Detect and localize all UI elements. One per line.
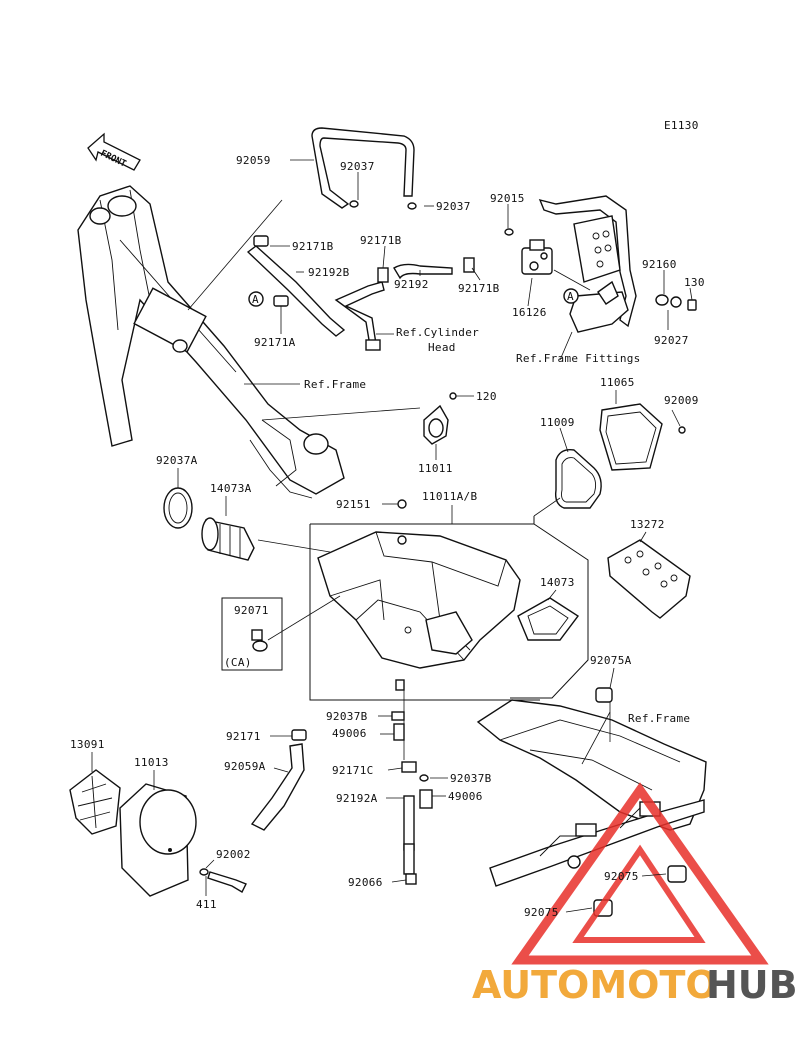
duct-14073A: [201, 517, 331, 561]
hose-92192: [393, 257, 475, 280]
label-92171B-2: 92171B: [360, 234, 402, 247]
label-92037-right: 92037: [436, 200, 471, 213]
plate-13272: [607, 539, 691, 619]
label-13091: 13091: [70, 738, 105, 751]
label-ref-cylinder-head-1: Ref.Cylinder: [396, 326, 479, 339]
grommet-11011: [423, 392, 457, 445]
label-92037B-1: 92037B: [326, 710, 368, 723]
grill-13091: [69, 769, 121, 835]
label-92192B: 92192B: [308, 266, 350, 279]
label-11065: 11065: [600, 376, 635, 389]
air-box-callout-box: [309, 516, 589, 701]
hose-to-cylinder-head: [334, 267, 389, 351]
breather-pipe-92059: [311, 127, 417, 210]
label-92002: 92002: [216, 848, 251, 861]
label-92071: 92071: [234, 604, 269, 617]
label-92037B-2: 92037B: [450, 772, 492, 785]
label-ref-frame-fittings: Ref.Frame Fittings: [516, 352, 641, 365]
label-92009: 92009: [664, 394, 699, 407]
label-14073: 14073: [540, 576, 575, 589]
marker-a-left: A: [248, 291, 264, 307]
label-92171: 92171: [226, 730, 261, 743]
part-labels: 92059 92037 92037 92015 92171B 92192B 92…: [70, 154, 705, 919]
label-ref-cylinder-head-2: Head: [428, 341, 456, 354]
clamp-92171A: [273, 295, 289, 307]
main-frame-drawing: [77, 185, 421, 499]
label-92066: 92066: [348, 876, 383, 889]
label-92059A: 92059A: [224, 760, 266, 773]
label-92075-1: 92075: [604, 870, 639, 883]
duct-14073: [517, 597, 580, 641]
gasket-11009: [554, 449, 602, 509]
svg-text:A: A: [567, 290, 574, 303]
label-92151: 92151: [336, 498, 371, 511]
label-92027: 92027: [654, 334, 689, 347]
label-ref-frame-bottom: Ref.Frame: [628, 712, 690, 725]
air-box-11011AB: [267, 499, 521, 691]
label-92171B-3: 92171B: [458, 282, 500, 295]
watermark-logo-icon: [511, 782, 769, 965]
front-arrow-icon: FRONT: [87, 132, 141, 171]
filter-element-11013: [119, 783, 197, 897]
label-92192A: 92192A: [336, 792, 378, 805]
callout-box-92071: [221, 597, 283, 671]
label-92171A: 92171A: [254, 336, 296, 349]
hose-92059A: [250, 729, 307, 831]
label-ref-frame-top: Ref.Frame: [304, 378, 366, 391]
label-92171B-1: 92171B: [292, 240, 334, 253]
label-ca: (CA): [224, 656, 252, 669]
diagram-code: E1130: [664, 119, 699, 132]
label-11011: 11011: [418, 462, 453, 475]
label-13272: 13272: [630, 518, 665, 531]
drain-tube-92192A: [391, 690, 433, 885]
bolt-92002: [199, 868, 247, 893]
label-92015: 92015: [490, 192, 525, 205]
cover-11065: [599, 403, 686, 471]
label-92160: 92160: [642, 258, 677, 271]
label-92037A: 92037A: [156, 454, 198, 467]
label-11009: 11009: [540, 416, 575, 429]
label-14073A: 14073A: [210, 482, 252, 495]
bracket-frame-fittings: [538, 195, 697, 333]
leader-lines: [91, 159, 693, 913]
svg-text:A: A: [252, 293, 259, 306]
label-11011AB: 11011A/B: [422, 490, 477, 503]
label-49006-1: 49006: [332, 727, 367, 740]
label-92037-top: 92037: [340, 160, 375, 173]
label-92192: 92192: [394, 278, 429, 291]
hose-92192B: [246, 235, 346, 337]
label-16126: 16126: [512, 306, 547, 319]
label-130: 130: [684, 276, 705, 289]
label-411: 411: [196, 898, 217, 911]
marker-a-right: A: [563, 288, 579, 304]
label-11013: 11013: [134, 756, 169, 769]
fitting-92071: [251, 629, 268, 652]
watermark-text-left: AUTOMOTO: [472, 963, 718, 1007]
valve-16126: [504, 228, 553, 275]
label-49006-2: 49006: [448, 790, 483, 803]
label-92059: 92059: [236, 154, 271, 167]
clamp-92037A: [163, 487, 193, 529]
watermark-text-right: HUB: [706, 963, 798, 1007]
label-92171C: 92171C: [332, 764, 374, 777]
label-92075-2: 92075: [524, 906, 559, 919]
label-92075A: 92075A: [590, 654, 632, 667]
label-120: 120: [476, 390, 497, 403]
